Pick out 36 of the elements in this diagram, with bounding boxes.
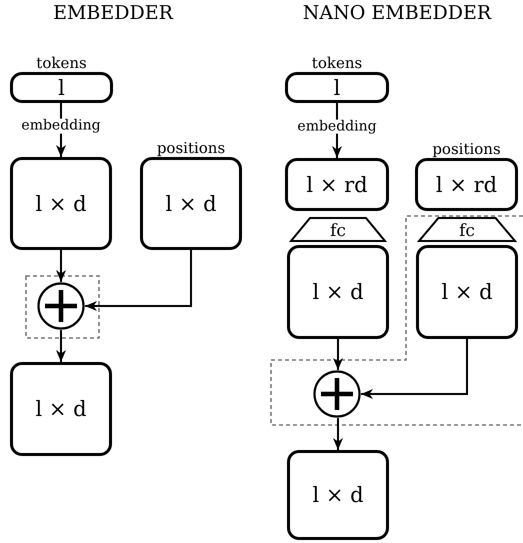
box-text: fc [330, 220, 346, 240]
box-text: l × d [312, 280, 364, 304]
rounded-box [287, 245, 389, 339]
box-text: l × d [441, 280, 493, 304]
sum-circle [313, 370, 361, 418]
panel-title: EMBEDDER [53, 2, 173, 24]
panel-title: NANO EMBEDDER [302, 2, 492, 24]
box-text: l × d [35, 397, 87, 421]
edge-label: embedding [297, 119, 377, 134]
box-text: fc [459, 220, 475, 240]
input-label: positions [431, 140, 502, 158]
rounded-box [285, 158, 389, 211]
sum-circle [37, 282, 85, 330]
arrow [333, 418, 343, 450]
input-label: tokens [310, 54, 364, 72]
arrow [56, 250, 66, 282]
box-text: l × d [312, 483, 364, 507]
arrow [333, 339, 343, 370]
arrow [361, 339, 468, 399]
box-text: l [58, 76, 65, 100]
box-text: l × d [35, 192, 87, 216]
trapezoid-layer [290, 217, 386, 242]
rounded-box [416, 245, 518, 339]
box-text: l × d [165, 192, 217, 216]
rounded-box [10, 157, 112, 250]
edge-label: embedding [21, 118, 101, 134]
box-text: l × rd [306, 172, 368, 196]
input-label: tokens [35, 54, 88, 72]
box-text: l [334, 76, 340, 100]
arrow [56, 330, 66, 362]
rounded-box [10, 362, 112, 456]
arrow [85, 250, 192, 311]
trapezoid-layer [418, 217, 516, 242]
input-label: positions [156, 139, 226, 157]
box-text: l × rd [436, 172, 498, 196]
rounded-box [287, 450, 389, 540]
